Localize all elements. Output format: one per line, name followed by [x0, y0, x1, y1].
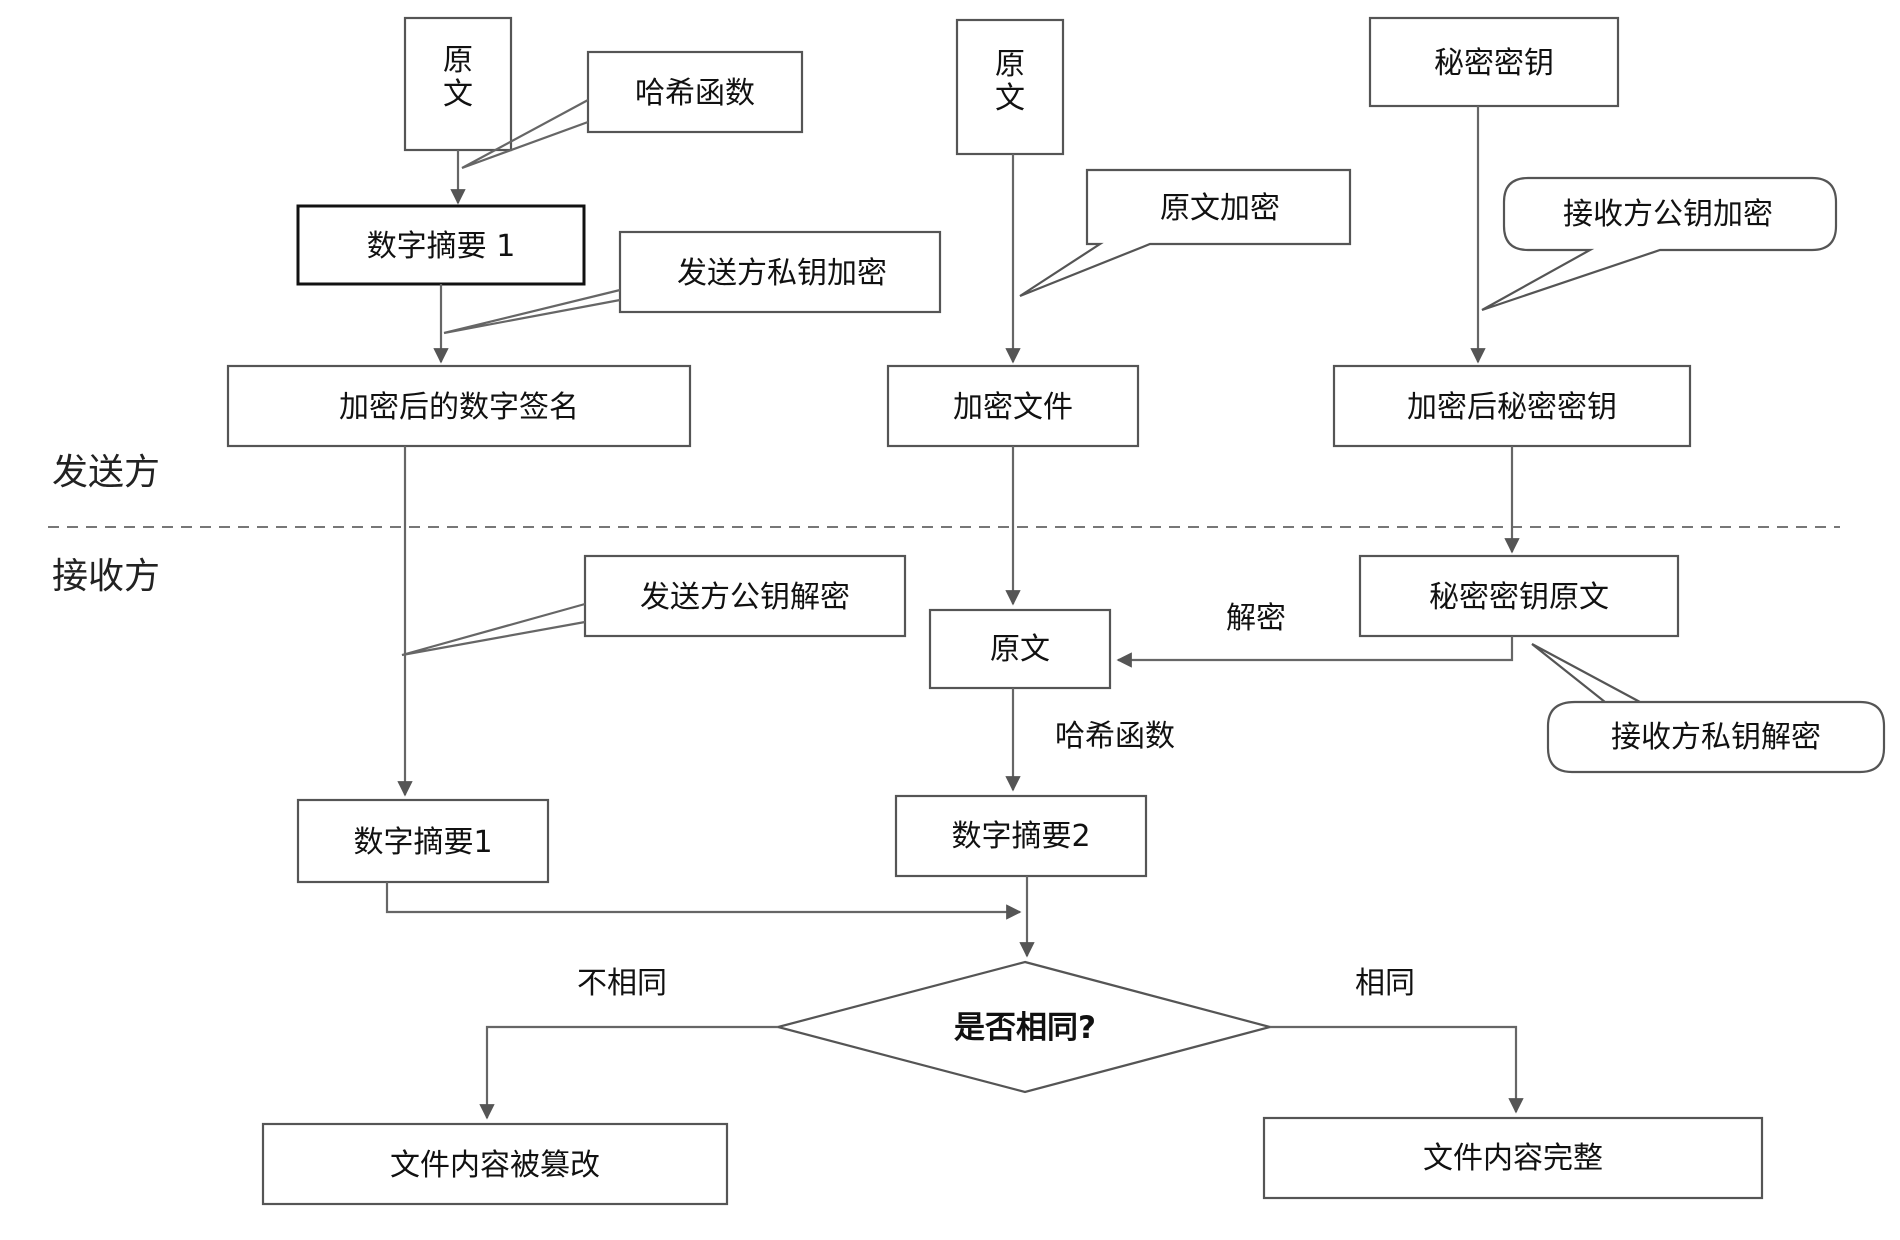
encrypted-secret-key-box [1332, 364, 1692, 448]
digest-1-box [296, 204, 586, 286]
encrypted-file-label: 加密文件 [953, 390, 1073, 425]
receiver-hash-function-label: 哈希函数 [1055, 719, 1175, 754]
digest-2-label: 数字摘要2 [951, 819, 1090, 854]
plaintext-1-char-2: 文 [443, 77, 473, 112]
secret-key-plain-box [1358, 554, 1680, 638]
intact-label: 文件内容完整 [1423, 1141, 1603, 1176]
plaintext-2-char-1: 原 [995, 47, 1025, 82]
hash-function-label: 哈希函数 [635, 76, 755, 111]
secret-key-plain-label: 秘密密钥原文 [1429, 580, 1609, 615]
tampered-label: 文件内容被篡改 [390, 1148, 600, 1183]
digest-1-label: 数字摘要 1 [367, 229, 516, 264]
receiver-public-key-encrypt-label: 接收方公钥加密 [1563, 197, 1773, 232]
plaintext-2-char-2: 文 [995, 81, 1025, 116]
sender-private-key-pointer [443, 288, 621, 335]
secret-key-box [1368, 16, 1620, 108]
encrypted-file-box [886, 364, 1140, 448]
receiver-plaintext-box [928, 608, 1112, 690]
secret-key-label: 秘密密钥 [1434, 46, 1554, 81]
hash-function-callout [586, 50, 804, 134]
sender-side-label: 发送方 [52, 452, 160, 493]
arrow-decrypt-key-to-plaintext [1116, 636, 1514, 668]
plaintext-box-2 [955, 18, 1065, 156]
sender-public-key-decrypt-callout [583, 554, 907, 638]
encrypted-signature-label: 加密后的数字签名 [339, 390, 579, 425]
plaintext-1-char-1: 原 [443, 43, 473, 78]
plaintext-encrypt-callout [1019, 168, 1352, 298]
receiver-private-key-decrypt-callout [1531, 643, 1886, 774]
encrypted-secret-key-label: 加密后秘密密钥 [1407, 390, 1617, 425]
arrow-digest-1-to-compare [385, 882, 1022, 920]
receiver-digest-1-label: 数字摘要1 [353, 825, 492, 860]
sender-public-key-pointer [401, 602, 586, 657]
receiver-plaintext-label: 原文 [990, 632, 1050, 667]
decrypt-label: 解密 [1226, 601, 1286, 636]
digest-2-box [894, 794, 1148, 878]
receiver-side-label: 接收方 [52, 556, 160, 597]
plaintext-box-1 [403, 16, 513, 152]
sender-private-key-encrypt-callout [618, 230, 942, 314]
hash-function-pointer [461, 99, 589, 170]
compare-decision-diamond [773, 960, 1275, 1094]
same-label: 相同 [1355, 966, 1415, 1001]
receiver-public-key-encrypt-callout [1481, 176, 1838, 312]
sender-private-key-encrypt-label: 发送方私钥加密 [677, 256, 887, 291]
receiver-private-key-decrypt-label: 接收方私钥解密 [1611, 720, 1821, 755]
not-same-label: 不相同 [577, 966, 667, 1001]
receiver-digest-1-box [296, 798, 550, 884]
arrow-not-same [479, 1025, 778, 1120]
compare-question: 是否相同? [954, 1010, 1096, 1046]
tampered-box [261, 1122, 729, 1206]
plaintext-encrypt-label: 原文加密 [1160, 191, 1280, 226]
sender-public-key-decrypt-label: 发送方公钥解密 [640, 580, 850, 615]
intact-box [1262, 1116, 1764, 1200]
encrypted-signature-box [226, 364, 692, 448]
arrow-same [1270, 1025, 1524, 1114]
